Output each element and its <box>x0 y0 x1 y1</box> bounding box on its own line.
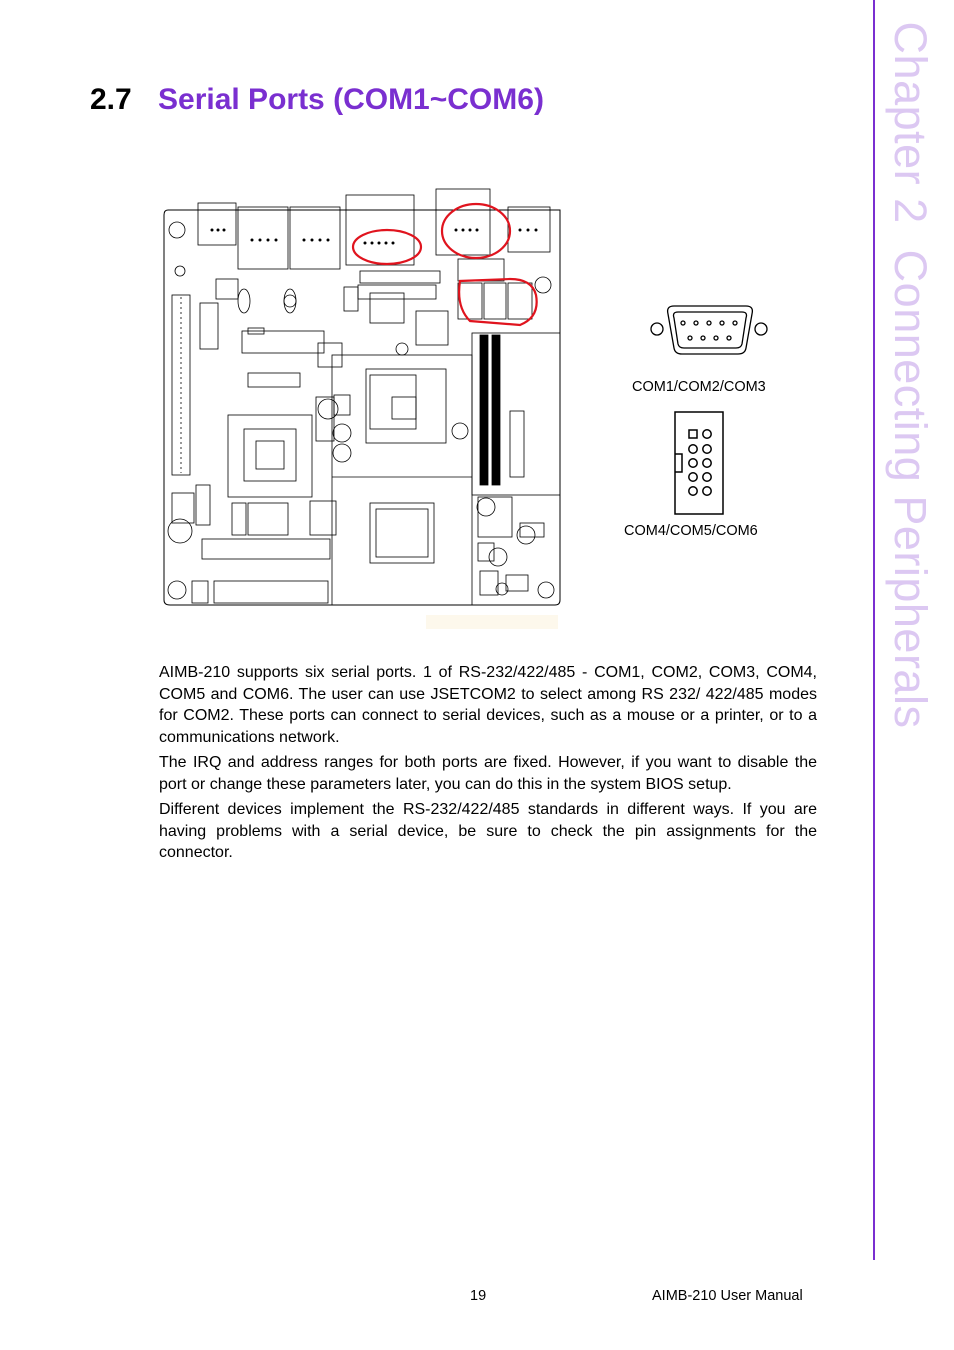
manual-title: AIMB-210 User Manual <box>652 1288 803 1304</box>
box-header-diagram <box>674 411 724 515</box>
paragraph: The IRQ and address ranges for both port… <box>159 754 817 793</box>
db9-connector-diagram <box>650 305 768 355</box>
body-text: AIMB-210 supports six serial ports. 1 of… <box>159 662 817 868</box>
db9-label: COM1/COM2/COM3 <box>632 379 766 395</box>
paragraph: AIMB-210 supports six serial ports. 1 of… <box>159 664 817 746</box>
page-number: 19 <box>470 1288 487 1304</box>
chapter-label: Chapter 2 <box>885 21 936 224</box>
chapter-sidebar-title: Chapter 2 Connecting Peripherals <box>884 22 936 729</box>
motherboard-diagram <box>163 188 561 629</box>
section-heading: 2.7 Serial Ports (COM1~COM6) <box>90 83 544 117</box>
paragraph: Different devices implement the RS-232/4… <box>159 801 817 861</box>
chapter-topic: Connecting Peripherals <box>885 249 936 729</box>
section-number: 2.7 <box>90 83 132 116</box>
section-title: Serial Ports (COM1~COM6) <box>158 83 544 116</box>
box-header-label: COM4/COM5/COM6 <box>624 523 758 539</box>
chapter-divider-line <box>873 0 875 1260</box>
